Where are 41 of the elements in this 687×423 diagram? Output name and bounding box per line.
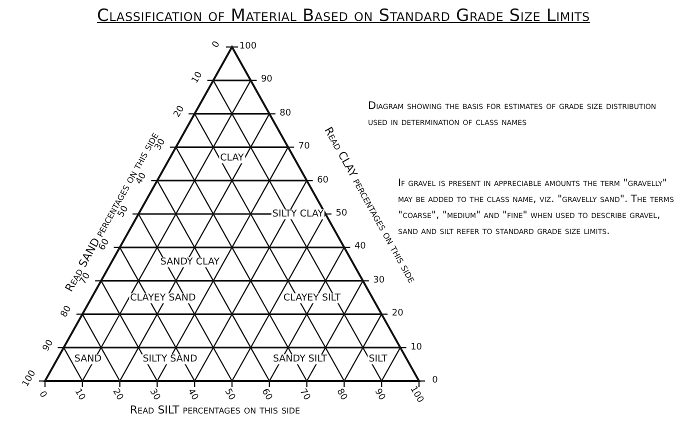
tick-label: 80 [60,304,74,320]
tick-label: 0 [212,40,222,50]
tick-label: 90 [372,388,386,402]
class-name: SANDY SILT [272,354,328,364]
class-name: CLAYEY SILT [282,293,342,303]
tick-label: 80 [334,388,348,402]
tick-label: 40 [135,171,149,186]
note-text: If gravel is present in appreciable amounts the term "gravelly" may be added to the class name, viz. "gravelly sand". The terms "coarse", "medium" and "fine" when used to describe gravel, sand and silt refer to standard grade size limits. [398,177,675,239]
tick-label: 0 [432,376,438,386]
tick-label: 10 [410,343,422,352]
tick-label: 40 [354,242,366,252]
tick-label: 20 [392,310,404,319]
class-name: SAND [73,354,103,364]
tick-label: 20 [172,104,186,119]
tick-label: 50 [222,388,236,402]
class-name: SILT [368,354,388,364]
tick-label: 60 [260,388,274,402]
tick-label: 100 [239,42,257,52]
tick-label: 0 [36,390,48,400]
tick-label: 30 [147,388,161,402]
tick-label: 30 [373,276,385,286]
axis-title: Read SILT percentages on this side [130,404,300,416]
tick-label: 10 [72,388,86,402]
tick-label: 10 [192,71,206,86]
tick-label: 80 [280,109,292,118]
tick-label: 60 [317,176,329,186]
tick-label: 50 [336,210,348,218]
tick-label: 20 [110,388,124,402]
class-name: CLAYEY SAND [129,293,197,303]
diagram-title: Classification of Material Based on Standard Grade Size Limits [96,6,591,26]
class-name: SILTY CLAY [271,209,325,219]
tick-label: 90 [260,76,272,85]
tick-label: 90 [42,338,56,353]
class-name: CLAY [219,153,245,163]
tick-label: 70 [297,388,311,402]
tick-label: 70 [298,142,310,152]
class-name: SANDY CLAY [159,257,221,267]
class-name: SILTY SAND [142,354,198,364]
tick-label: 40 [184,388,198,402]
tick-label: 60 [98,238,112,253]
note-text: Diagram showing the basis for estimates of grade size distribution used in determination of class names [368,99,658,130]
